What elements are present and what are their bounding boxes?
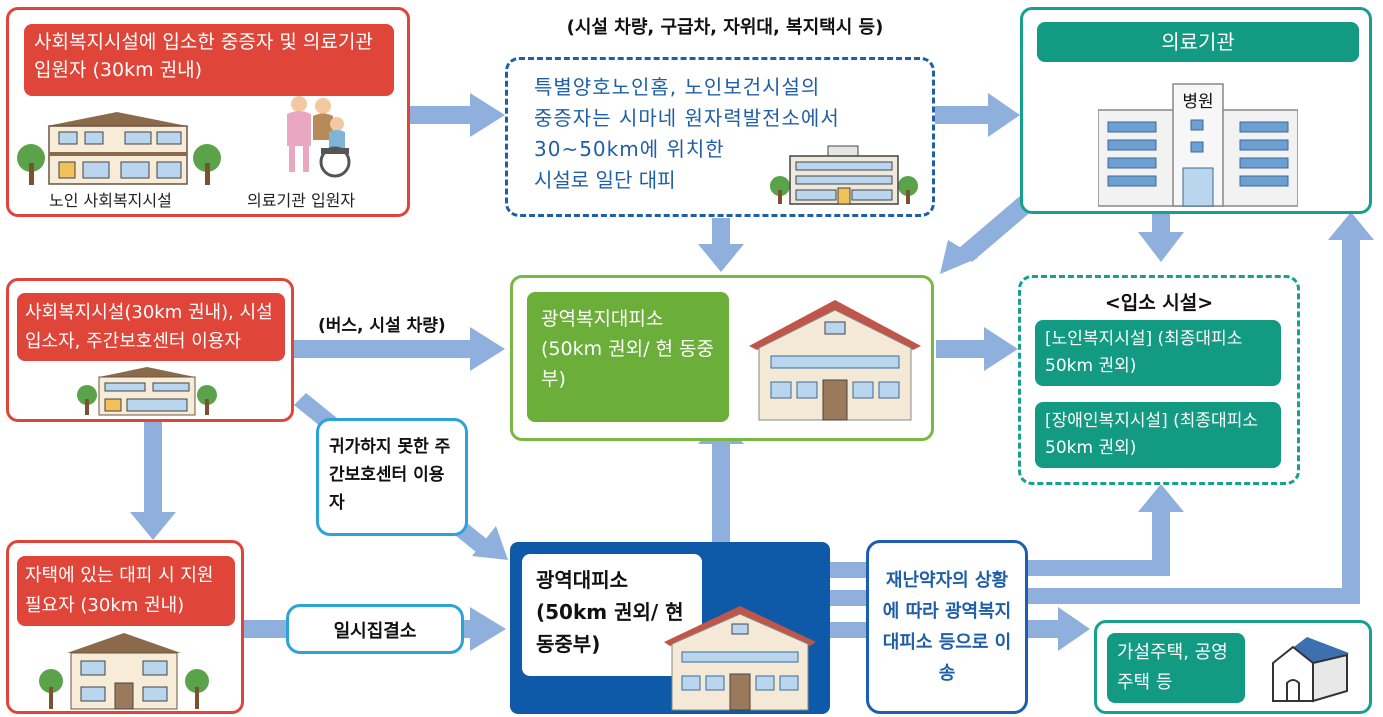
- bus-transport-label: (버스, 시설 차량): [318, 316, 446, 336]
- temporary-evac-line3: 30~50km에 위치한: [534, 137, 725, 161]
- arrow-shaft-6: [294, 340, 472, 358]
- welfare-facility-group: 사회복지시설(30km 권내), 시설 입소자, 주간보호센터 이용자: [6, 278, 294, 422]
- care-facility-icon: [770, 145, 918, 205]
- arrow-line-a: [829, 562, 871, 578]
- temporary-gathering-point: 일시집결소: [286, 604, 464, 654]
- welfare-facility-icon: [77, 367, 217, 416]
- arrow-head-3: [698, 244, 744, 272]
- at-home-support-label: 자택에 있는 대피 시 지원 필요자 (30km 권내): [17, 556, 235, 626]
- temporary-evacuation-box: 특별양호노인홈, 노인보건시설의 중증자는 시마네 원자력발전소에서 30~50…: [505, 57, 935, 217]
- disability-welfare-facility-item: [장애인복지시설] (최종대피소 50km 권외): [1035, 402, 1281, 468]
- temporary-evac-line1: 특별양호노인홈, 노인보건시설의: [534, 75, 821, 99]
- arrow-head-2: [988, 93, 1020, 137]
- arrow-head-b: [1328, 212, 1374, 240]
- arrow-head-9: [472, 526, 508, 560]
- daycare-user-box: 귀가하지 못한 주간보호센터 이용자: [316, 418, 468, 536]
- wide-welfare-shelter-box: 광역복지대피소 (50km 권외/ 현 동중부): [510, 275, 934, 441]
- temporary-evac-line2: 중증자는 시마네 원자력발전소에서: [534, 106, 840, 130]
- arrow-shaft-5: [1152, 214, 1170, 234]
- temporary-housing-box: 가설주택, 공영주택 등: [1094, 620, 1372, 714]
- arrow-line-b: [829, 590, 871, 606]
- arrow-shaft-4: [959, 196, 1033, 262]
- medical-institution-title: 의료기관: [1037, 22, 1359, 62]
- elderly-facility-icon: [17, 112, 221, 185]
- arrow-up-b: [1342, 238, 1360, 604]
- arrow-head-1: [470, 93, 505, 137]
- arrow-line-c: [829, 622, 871, 638]
- transfer-note-label: 재난약자의 상황에 따라 광역복지대피소 등으로 이송: [882, 570, 1012, 684]
- arrow-shaft-11: [712, 442, 730, 542]
- arrow-head-c: [1058, 607, 1090, 651]
- arrow-line-c2: [1026, 620, 1060, 638]
- hospital-patient-caption: 의료기관 입원자: [247, 191, 356, 210]
- at-home-support-group: 자택에 있는 대피 시 지원 필요자 (30km 권내): [6, 540, 244, 714]
- admission-facilities-box: <입소 시설> [노인복지시설] (최종대피소 50km 권외) [장애인복지시…: [1018, 275, 1300, 485]
- wide-shelter-building-icon: [664, 606, 816, 711]
- hospital-sign: 병원: [1182, 92, 1214, 112]
- sheltered-severe-label: 사회복지시설에 입소한 중증자 및 의료기관 입원자 (30km 권내): [24, 24, 394, 96]
- arrow-up-a: [1152, 510, 1170, 576]
- transport-means-label: (시설 차량, 구급차, 자위대, 복지택시 등): [566, 17, 884, 38]
- arrow-head-10: [470, 607, 506, 651]
- medical-institution-box: 의료기관 병원: [1020, 7, 1372, 214]
- arrow-head-4: [940, 240, 978, 274]
- arrow-line-a2: [1026, 560, 1161, 576]
- arrow-head-5: [1138, 232, 1184, 262]
- arrow-shaft-7: [936, 340, 986, 358]
- admission-facilities-title: <입소 시설>: [1104, 292, 1214, 314]
- shelter-building-icon: [749, 300, 921, 421]
- welfare-facility-label: 사회복지시설(30km 권내), 시설 입소자, 주간보호센터 이용자: [17, 293, 285, 361]
- hospital-building-icon: [1098, 83, 1298, 207]
- arrow-shaft-2: [935, 106, 990, 124]
- elderly-welfare-facility-item: [노인복지시설] (최종대피소 50km 권외): [1035, 320, 1281, 386]
- small-house-icon: [1272, 637, 1349, 703]
- wide-welfare-shelter-label: 광역복지대피소 (50km 권외/ 현 동중부): [527, 292, 729, 422]
- arrow-shaft-8: [144, 422, 162, 514]
- arrow-head-7: [984, 327, 1018, 371]
- temporary-gathering-label: 일시집결소: [333, 621, 417, 642]
- arrow-shaft-1: [410, 106, 472, 124]
- daycare-user-label: 귀가하지 못한 주간보호센터 이용자: [329, 437, 451, 513]
- hospital-patient-icon: [287, 96, 351, 178]
- temporary-housing-label: 가설주택, 공영주택 등: [1107, 633, 1245, 703]
- arrow-head-a: [1138, 484, 1184, 512]
- wide-area-shelter-box: 광역대피소 (50km 권외/ 현 동중부): [510, 542, 830, 714]
- transfer-note-box: 재난약자의 상황에 따라 광역복지대피소 등으로 이송: [866, 540, 1028, 714]
- elderly-facility-caption: 노인 사회복지시설: [49, 191, 172, 210]
- arrow-line-b2: [1026, 588, 1360, 604]
- house-icon: [39, 633, 209, 710]
- arrow-shaft-3: [712, 218, 730, 246]
- arrow-head-6: [470, 327, 505, 371]
- arrow-head-8: [130, 512, 176, 540]
- sheltered-severe-group: 사회복지시설에 입소한 중증자 및 의료기관 입원자 (30km 권내) 노인 …: [6, 7, 410, 217]
- temporary-evac-line4: 시설로 일단 대피: [534, 168, 676, 192]
